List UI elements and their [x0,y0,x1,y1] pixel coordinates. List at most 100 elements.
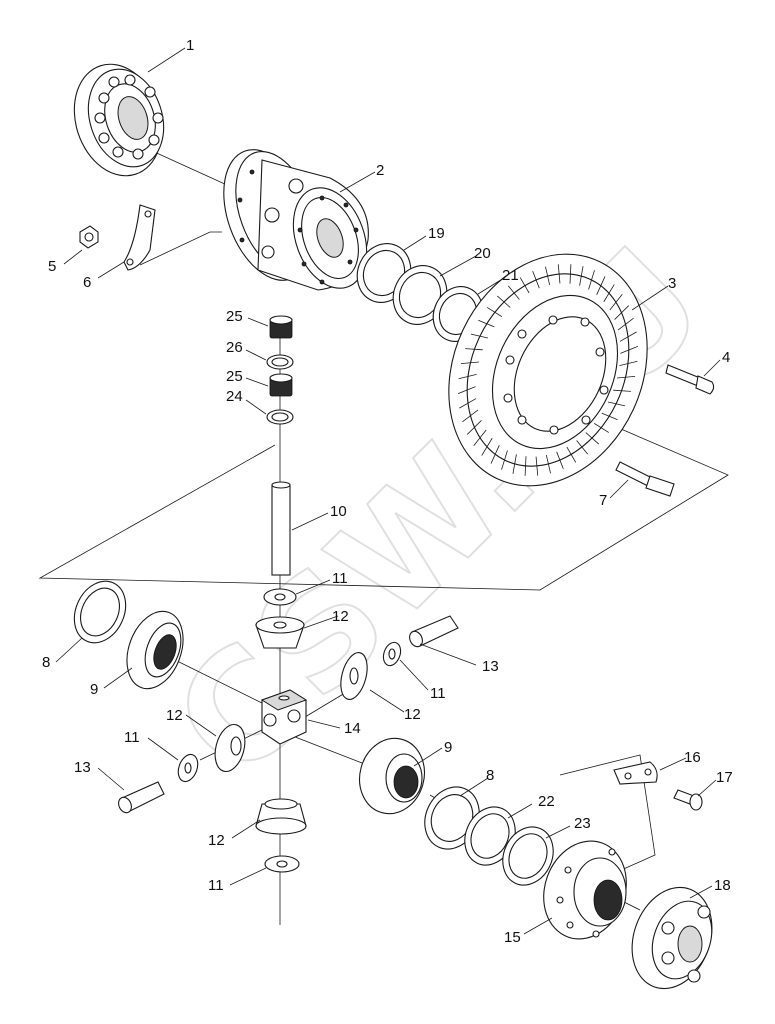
label-part-12-bottom: 12 [208,832,225,849]
ring-gear-tooth [619,360,638,367]
ring-gear-tooth [535,456,539,476]
ring-gear-tooth [617,375,636,379]
ring-gear-tooth [519,277,530,294]
label-part-17: 17 [716,769,733,786]
part-11-washer-right [382,641,402,667]
ring-gear-tooth [481,438,493,456]
ring-gear-tooth [596,276,606,296]
ring-gear-tooth [512,454,517,474]
part-24-washer [266,409,294,425]
ring-gear-tooth [459,398,477,409]
label-part-1: 1 [186,37,194,54]
label-part-13-left: 13 [74,759,91,776]
ring-gear-tooth [614,305,630,320]
label-part-11-top: 11 [332,570,348,587]
ring-gear-tooth [620,345,639,354]
label-part-3: 3 [668,275,676,292]
part-12-pinion-gear-top [255,616,305,649]
label-part-8-left: 8 [42,654,50,671]
label-part-5: 5 [48,258,56,275]
ring-gear-tooth [508,285,520,300]
leader-lines [55,47,721,935]
part-labels: 1 2 3 4 5 6 7 8 8 9 9 10 11 11 11 11 12 … [42,37,733,946]
part-4-bolt [665,364,715,395]
ring-gear-tooth [579,266,584,286]
label-part-21: 21 [502,267,519,284]
ring-gear-tooth [486,307,503,317]
part-18-bearing [631,886,713,990]
label-part-23: 23 [574,815,591,832]
part-1-bearing [73,63,165,177]
part-2-differential-case [223,149,369,291]
label-part-18: 18 [714,877,731,894]
ring-gear-tooth [532,270,540,289]
ring-gear-tooth [458,373,477,380]
part-22-shim [464,806,516,866]
label-part-20: 20 [474,245,491,262]
ring-gear-tooth [465,348,483,351]
label-part-6: 6 [83,274,91,291]
part-26-spacer [266,354,294,370]
part-9-side-gear-right [359,737,425,815]
label-part-19: 19 [428,225,445,242]
ring-gear-tooth [619,331,637,342]
label-part-25-top: 25 [226,308,243,325]
label-part-24: 24 [226,388,243,405]
label-part-16: 16 [684,749,701,766]
label-part-8-right: 8 [486,767,494,784]
label-part-25-bottom: 25 [226,368,243,385]
part-7-bolt [615,461,675,497]
ring-gear-tooth [557,264,561,284]
ring-gear-tooth [601,412,618,421]
part-11-washer-top [263,588,297,606]
part-11-washer-left [177,753,199,783]
ring-gear-tooth [545,266,551,286]
part-12-pinion-gear-bottom [255,798,307,835]
ring-gear-tooth [462,409,479,423]
label-part-22: 22 [538,793,555,810]
ring-gear-tooth [478,319,495,328]
ring-gear-tooth [556,451,564,470]
ring-gear-tooth [566,446,577,463]
part-10-pinion-shaft [271,481,291,576]
ring-gear-tooth [501,450,508,470]
ring-gear-tooth [473,429,487,447]
ring-gear-tooth [460,361,479,365]
ring-gear-tooth [470,333,489,339]
part-6-lock-plate [123,204,156,271]
part-17-bolt [673,789,703,811]
label-part-26: 26 [226,339,243,356]
ring-gear-tooth [490,444,500,464]
ring-gear-tooth [576,440,588,455]
ring-gear-tooth [585,432,600,445]
ring-gear-tooth [496,295,511,308]
part-8-thrust-washer-left [73,580,127,644]
ring-gear-tooth [617,317,634,331]
label-part-10: 10 [330,503,347,520]
label-part-11-right: 11 [430,685,446,702]
ring-gear-tooth [593,423,610,433]
part-13-pin-left [118,781,165,814]
label-part-12-top: 12 [332,608,349,625]
ring-gear-tooth [569,264,572,284]
part-12-pinion-gear-left [214,723,246,773]
label-part-12-left: 12 [166,707,183,724]
ring-gear-tooth [613,389,631,392]
ring-gear-tooth [524,456,527,476]
part-9-side-gear-left [126,610,184,690]
label-part-7: 7 [599,492,607,509]
label-part-12-right: 12 [404,706,421,723]
ring-gear-tooth [466,420,482,435]
ring-gear-tooth [457,386,476,395]
part-15-case-cover [543,840,627,940]
part-25-needle-bearing-top [269,315,293,339]
label-part-9-left: 9 [90,681,98,698]
part-12-pinion-gear-right [340,652,368,700]
part-3-ring-gear [448,253,648,487]
part-25-needle-bearing-bottom [269,373,293,397]
part-5-nut [79,225,99,249]
ring-gear-tooth [588,270,595,290]
ring-gear-tooth [609,293,623,311]
label-part-9-right: 9 [444,739,452,756]
